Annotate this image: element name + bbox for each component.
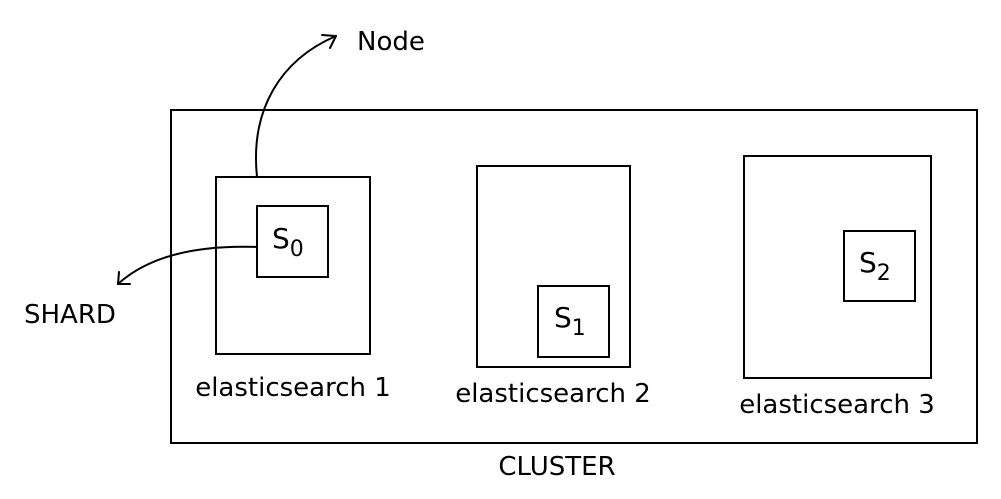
shard-2-index: 2 xyxy=(877,261,891,286)
shard-pointer-arrowhead xyxy=(117,271,131,285)
shard-1-label: S1 xyxy=(554,301,586,341)
shard-pointer-arrow xyxy=(117,245,258,285)
shard-0-box xyxy=(256,205,329,278)
shard-2-letter: S xyxy=(859,246,877,279)
shard-1-letter: S xyxy=(554,301,572,334)
node-1-label: elasticsearch 1 xyxy=(195,373,391,403)
node-pointer-arrowhead xyxy=(321,34,337,49)
shard-2-label: S2 xyxy=(859,246,891,286)
shard-2-box xyxy=(843,230,916,302)
node-1: S0 elasticsearch 1 xyxy=(195,176,391,403)
shard-0-label: S0 xyxy=(272,222,304,262)
node-2-label: elasticsearch 2 xyxy=(455,379,651,409)
node-annotation-label: Node xyxy=(357,27,425,57)
node-2: S1 elasticsearch 2 xyxy=(455,165,651,409)
shard-annotation-label: SHARD xyxy=(24,300,116,330)
shard-1-index: 1 xyxy=(572,316,586,341)
node-pointer-arrow xyxy=(255,35,337,178)
cluster-label: CLUSTER xyxy=(498,452,615,482)
node-3-label: elasticsearch 3 xyxy=(739,390,935,420)
shard-1-box xyxy=(537,285,610,358)
shard-0-index: 0 xyxy=(290,237,304,262)
node-3: S2 elasticsearch 3 xyxy=(739,155,935,420)
shard-0-letter: S xyxy=(272,222,290,255)
